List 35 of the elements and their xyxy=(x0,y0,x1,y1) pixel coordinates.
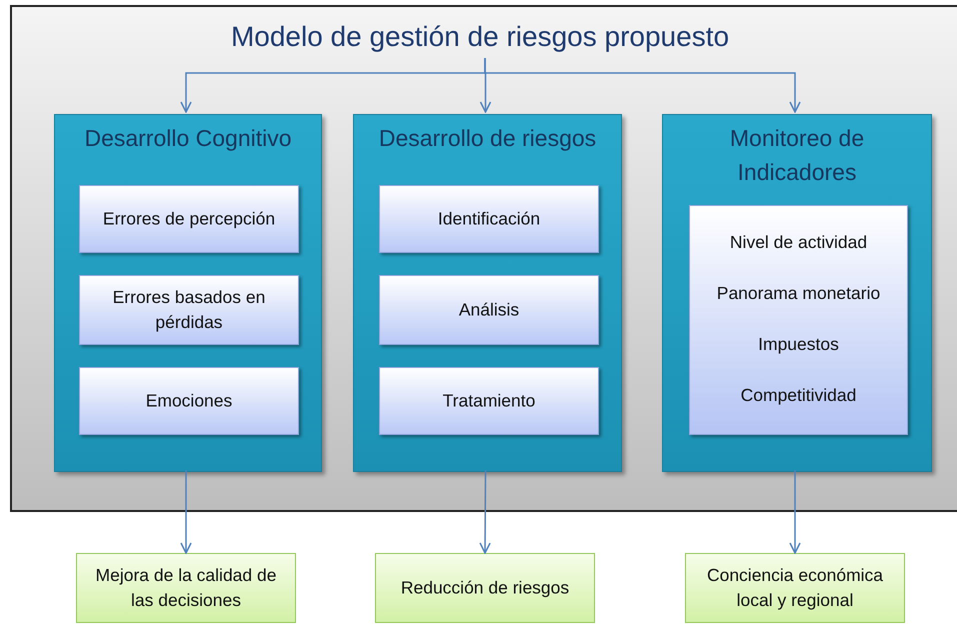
item-box xyxy=(379,275,599,345)
outcome-box xyxy=(685,553,905,623)
panel-heading: Monitoreo de Indicadores xyxy=(728,124,866,187)
category-panel xyxy=(662,114,932,472)
box-label: Conciencia económica local y regional xyxy=(706,564,884,612)
arrow xyxy=(479,470,491,554)
frame-heading: Modelo de gestión de riesgos propuesto xyxy=(230,21,730,53)
indicator-label: Competitividad xyxy=(740,385,858,406)
arrow xyxy=(789,470,801,554)
panel-heading: Desarrollo Cognitivo xyxy=(83,124,293,153)
indicator-box xyxy=(689,205,908,435)
item-box xyxy=(79,275,299,345)
model-frame xyxy=(10,5,957,512)
arrow xyxy=(484,58,801,113)
item-box xyxy=(79,185,299,253)
outcome-box xyxy=(375,553,595,623)
box-label: Errores de percepción xyxy=(102,208,276,230)
item-box xyxy=(79,367,299,435)
box-label: Identificación xyxy=(436,208,542,230)
item-box xyxy=(379,185,599,253)
box-label: Reducción de riesgos xyxy=(400,576,570,600)
panel-heading: Desarrollo de riesgos xyxy=(378,124,598,153)
box-label: Emociones xyxy=(144,390,234,412)
item-box xyxy=(379,367,599,435)
category-panel xyxy=(353,114,622,472)
arrow xyxy=(180,470,192,554)
indicator-label: Impuestos xyxy=(757,334,840,355)
indicator-label: Panorama monetario xyxy=(716,283,882,304)
box-label: Errores basados en pérdidas xyxy=(112,286,266,334)
outcome-box xyxy=(76,553,296,623)
box-label: Análisis xyxy=(458,298,520,322)
box-label: Mejora de la calidad de las decisiones xyxy=(95,564,277,612)
indicator-label: Nivel de actividad xyxy=(728,232,868,253)
category-panel xyxy=(54,114,322,472)
box-label: Tratamiento xyxy=(442,390,536,412)
